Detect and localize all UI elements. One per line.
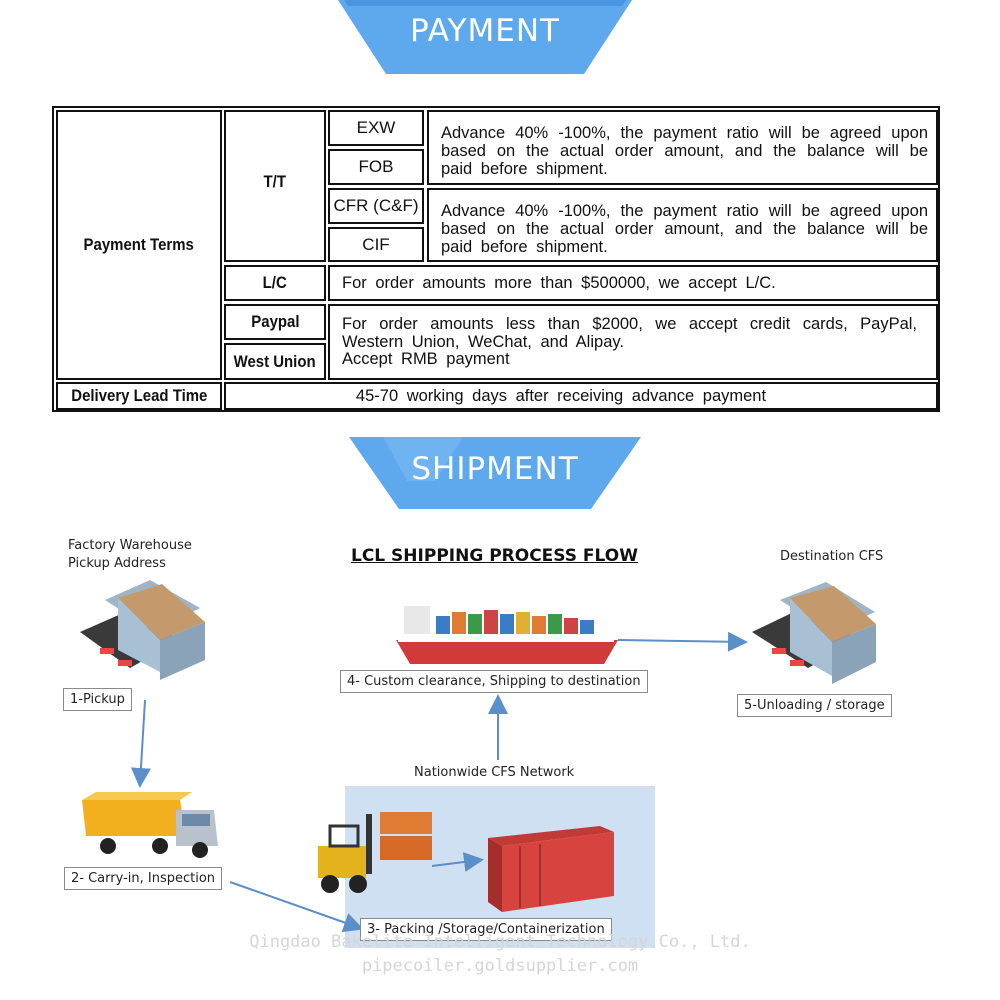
condition-exw: EXW <box>356 118 396 137</box>
paypal-desc-cell: For order amounts less than $2000, we ac… <box>328 304 938 380</box>
step-pickup-label: 1-Pickup <box>63 688 132 711</box>
step-customs-label: 4- Custom clearance, Shipping to destina… <box>340 670 648 693</box>
tt-desc-1-cell: Advance 40% -100%, the payment ratio wil… <box>427 110 938 185</box>
lc-desc: For order amounts more than $500000, we … <box>342 274 776 292</box>
paypal-label: Paypal <box>250 312 300 331</box>
lc-desc-cell: For order amounts more than $500000, we … <box>328 265 938 301</box>
condition-fob-cell: FOB <box>328 149 424 185</box>
payment-title: PAYMENT <box>410 13 560 49</box>
shipment-banner: SHIPMENT <box>343 437 647 513</box>
watermark-url: pipecoiler.goldsupplier.com <box>361 956 639 976</box>
condition-cfr: CFR (C&F) <box>333 196 419 215</box>
lc-label: L/C <box>262 273 288 292</box>
cargo-ship-icon <box>396 606 618 664</box>
paypal-desc-line1: For order amounts less than $2000, we ac… <box>342 315 917 351</box>
tt-desc-1: Advance 40% -100%, the payment ratio wil… <box>441 124 928 178</box>
condition-cfr-cell: CFR (C&F) <box>328 188 424 224</box>
shipping-container-icon <box>488 826 614 912</box>
delivery-truck-icon <box>82 792 218 858</box>
payment-banner-shape <box>330 0 640 80</box>
network-caption: Nationwide CFS Network <box>414 765 575 780</box>
step-unloading-label: 5-Unloading / storage <box>737 694 892 717</box>
condition-fob: FOB <box>358 157 394 176</box>
destination-caption: Destination CFS <box>780 549 884 564</box>
watermark-company: Qingdao Bakelite Intelligent Technology … <box>249 932 751 952</box>
payment-terms-label: Payment Terms <box>83 235 195 254</box>
tt-label-cell: T/T <box>224 110 326 262</box>
flow-title: LCL SHIPPING PROCESS FLOW <box>351 546 638 566</box>
step-packing-label: 3- Packing /Storage/Containerization <box>360 918 612 941</box>
destination-warehouse-icon <box>752 582 876 684</box>
delivery-label: Delivery Lead Time <box>70 386 208 405</box>
delivery-desc-cell: 45-70 working days after receiving advan… <box>224 382 938 410</box>
tt-desc-2: Advance 40% -100%, the payment ratio wil… <box>441 202 928 256</box>
step-carry-in-label: 2- Carry-in, Inspection <box>64 867 223 890</box>
westunion-label: West Union <box>233 351 317 371</box>
payment-banner: PAYMENT <box>330 0 640 80</box>
factory-warehouse-icon <box>80 580 205 680</box>
payment-terms-label-cell: Payment Terms <box>56 110 222 380</box>
westunion-label-cell: West Union <box>224 343 326 380</box>
tt-desc-2-cell: Advance 40% -100%, the payment ratio wil… <box>427 188 938 262</box>
payment-terms-table: Payment Terms Delivery Lead Time T/T L/C… <box>52 106 940 412</box>
condition-cif-cell: CIF <box>328 227 424 262</box>
shipment-title: SHIPMENT <box>411 451 579 487</box>
lc-label-cell: L/C <box>224 265 326 301</box>
shipment-banner-shape <box>343 437 647 513</box>
tt-label: T/T <box>263 172 287 191</box>
paypal-label-cell: Paypal <box>224 304 326 340</box>
delivery-label-cell: Delivery Lead Time <box>56 382 222 410</box>
condition-cif: CIF <box>362 234 390 254</box>
forklift-icon <box>318 812 432 893</box>
factory-caption: Factory Warehouse Pickup Address <box>68 538 192 571</box>
delivery-desc: 45-70 working days after receiving advan… <box>355 386 767 405</box>
condition-exw-cell: EXW <box>328 110 424 146</box>
paypal-desc-line2: Accept RMB payment <box>342 350 510 368</box>
